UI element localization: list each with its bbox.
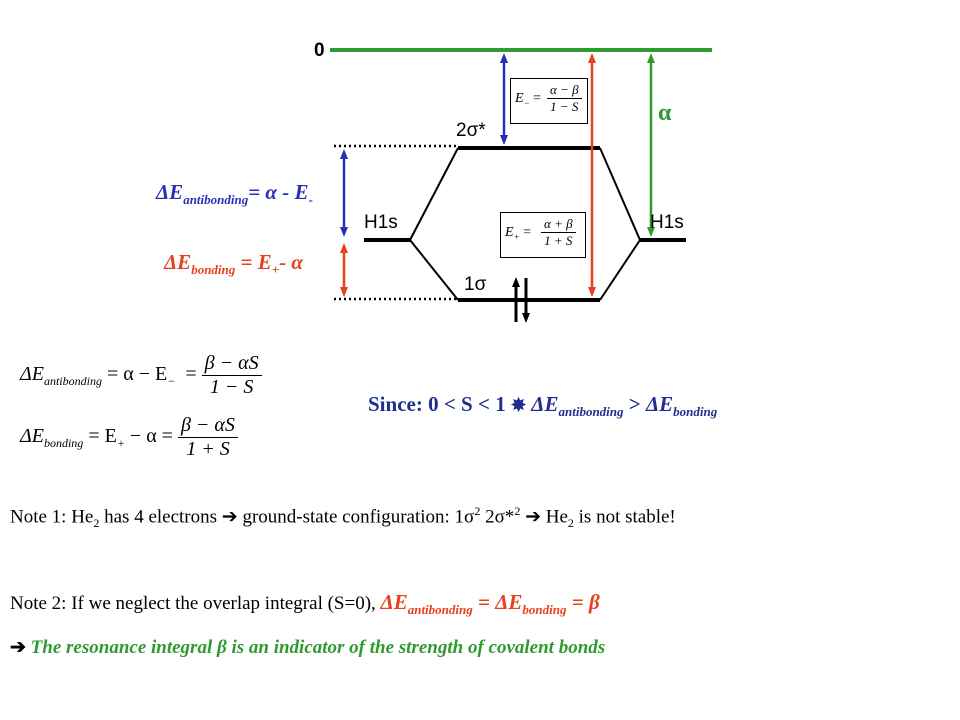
delta-bonding-label: ΔEbonding = E+- α: [164, 250, 304, 278]
h1s-left-label: H1s: [364, 212, 398, 233]
mo-bonding-label: 1σ: [464, 274, 487, 295]
conclusion: ➔ The resonance integral β is an indicat…: [10, 637, 606, 658]
mo-antibonding-label: 2σ*: [456, 120, 486, 141]
e-plus-formula-box: E+ = α + β 1 + S: [500, 212, 586, 258]
since-statement: Since: 0 < S < 1 ✸ ΔEantibonding > ΔEbon…: [368, 392, 718, 420]
alpha-label: α: [658, 100, 672, 126]
h1s-right-label: H1s: [650, 212, 684, 233]
e-minus-formula-box: E− = α − β 1 − S: [510, 78, 588, 124]
equation-antibonding: ΔEantibonding = α − E− = β − αS 1 − S: [20, 352, 262, 408]
delta-antibonding-label: ΔEantibonding= α - E-: [156, 180, 313, 208]
note-2: Note 2: If we neglect the overlap integr…: [10, 590, 600, 618]
note-1: Note 1: He2 has 4 electrons ➔ ground-sta…: [10, 504, 676, 531]
zero-label: 0: [314, 40, 325, 61]
equation-bonding: ΔEbonding = E+ − α = β − αS 1 + S: [20, 414, 238, 470]
